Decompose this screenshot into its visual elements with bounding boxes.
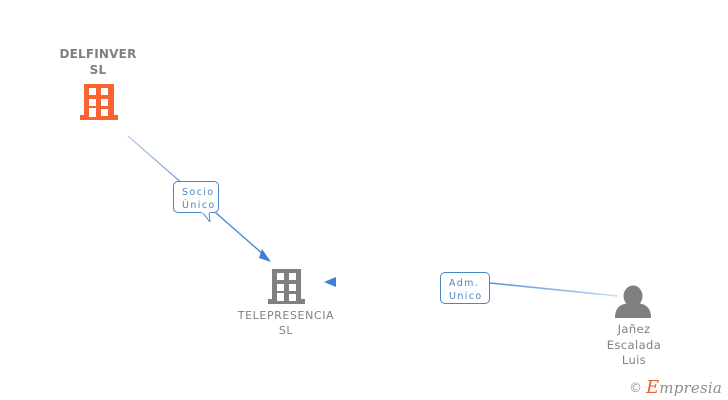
relation-label-socio-unico[interactable]: Socio Único bbox=[173, 181, 219, 213]
connector-janez-adm bbox=[489, 282, 619, 297]
building-icon-delfinver bbox=[80, 84, 118, 120]
callout-tail-icon bbox=[202, 212, 211, 222]
node-label-delfinver: DELFINVER SL bbox=[59, 47, 137, 77]
brand-logo: Empresia bbox=[646, 379, 722, 397]
brand-rest: mpresia bbox=[659, 379, 722, 397]
copyright-icon: © bbox=[628, 380, 642, 396]
brand-initial: E bbox=[645, 377, 660, 398]
node-label-janez: Jañez Escalada Luis bbox=[606, 322, 662, 367]
building-icon-telepresencia bbox=[268, 269, 305, 304]
relation-label-adm-unico[interactable]: Adm. Unico bbox=[440, 272, 490, 304]
node-label-telepresencia: TELEPRESENCIA SL bbox=[237, 309, 335, 337]
person-icon-janez bbox=[615, 285, 651, 318]
arrowhead-left bbox=[324, 277, 336, 287]
arrowhead-down-right bbox=[259, 249, 271, 262]
watermark: © Empresia bbox=[629, 379, 722, 397]
